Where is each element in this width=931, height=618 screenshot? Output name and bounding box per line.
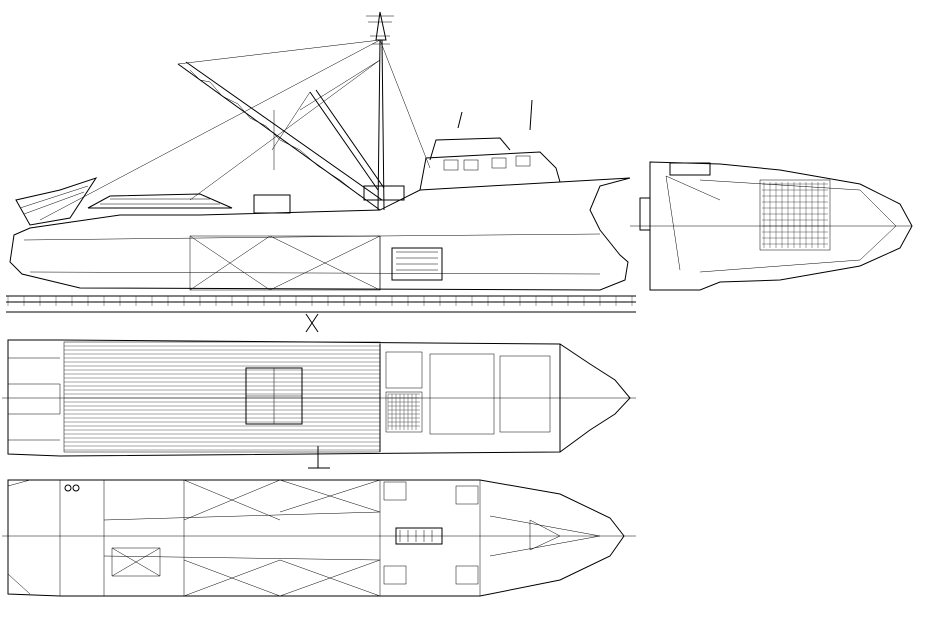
hold-plan (2, 479, 636, 597)
bow-view (630, 161, 913, 291)
main-deck-plan (2, 339, 636, 469)
profile-view (9, 11, 631, 291)
frame-scale (6, 295, 636, 333)
